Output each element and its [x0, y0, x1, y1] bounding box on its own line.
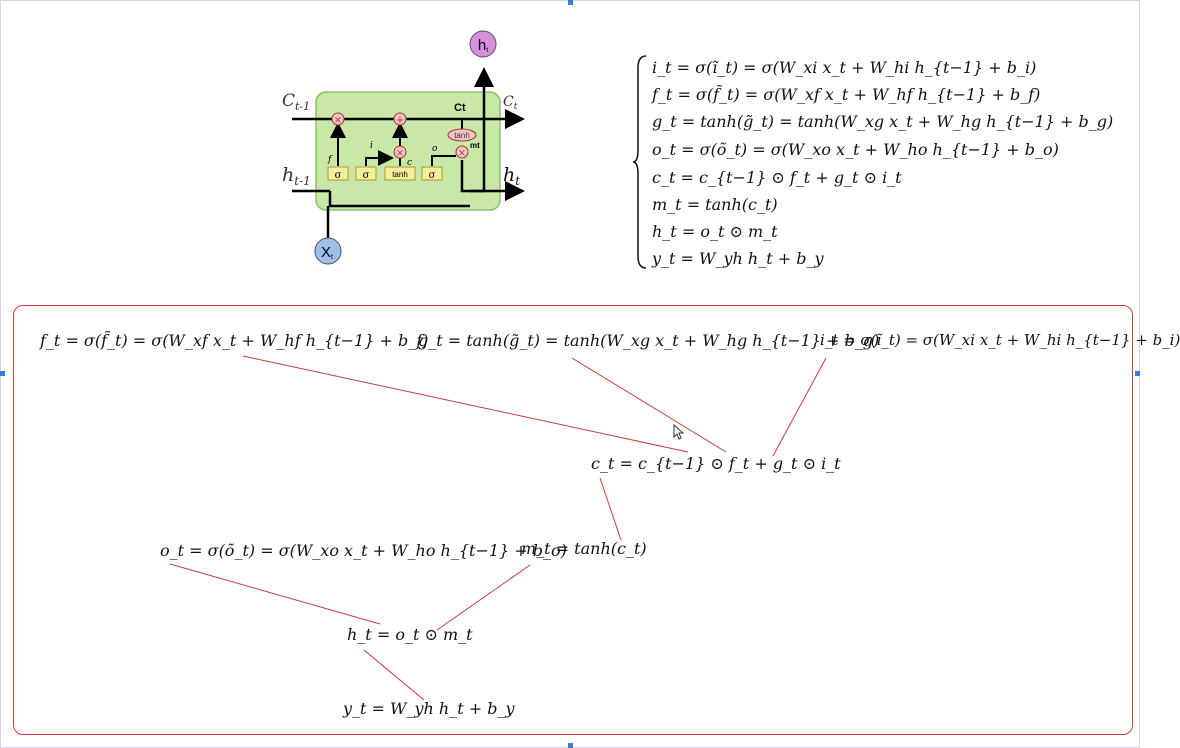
equation-forget-gate: f_t = σ(f̃_t) = σ(W_xf x_t + W_hf h_{t−1…: [652, 85, 1041, 104]
svg-text:+: +: [396, 115, 404, 126]
svg-text:ht: ht: [503, 164, 520, 188]
svg-text:×: ×: [458, 148, 466, 159]
svg-text:σ: σ: [363, 170, 370, 181]
tree-node-h: h_t = o_t ⊙ m_t: [347, 625, 473, 644]
tree-node-g: g_t = tanh(g̃_t) = tanh(W_xg x_t + W_hg …: [418, 331, 880, 350]
svg-text:Xt: Xt: [321, 244, 333, 261]
equation-output-gate: o_t = σ(õ_t) = σ(W_xo x_t + W_ho h_{t−1}…: [652, 140, 1059, 159]
svg-text:Ct-1: Ct-1: [282, 91, 310, 113]
svg-text:Ct: Ct: [503, 94, 518, 112]
tree-node-o: o_t = σ(õ_t) = σ(W_xo x_t + W_ho h_{t−1}…: [160, 541, 567, 560]
tree-node-m: m_t = tanh(c_t): [521, 539, 647, 558]
svg-text:tanh: tanh: [454, 131, 470, 140]
equation-candidate: g_t = tanh(g̃_t) = tanh(W_xg x_t + W_hg …: [652, 112, 1114, 131]
svg-text:σ: σ: [429, 170, 436, 181]
ht-output-node: [469, 30, 497, 58]
equation-cell-state: c_t = c_{t−1} ⊙ f_t + g_t ⊙ i_t: [652, 168, 902, 187]
svg-text:×: ×: [334, 115, 342, 126]
lstm-cell-diagram: × + × × tanh σ σ tanh σ f i c o mt Ct Ct…: [282, 30, 525, 265]
equation-m: m_t = tanh(c_t): [652, 195, 778, 214]
resize-handle-bottom[interactable]: [568, 743, 573, 748]
equation-input-gate: i_t = σ(ĩ_t) = σ(W_xi x_t + W_hi h_{t−1}…: [652, 58, 1037, 77]
resize-handle-left[interactable]: [0, 371, 5, 376]
tree-node-i: i_t = σ(ĩ_t) = σ(W_xi x_t + W_hi h_{t−1}…: [820, 331, 1180, 349]
svg-text:tanh: tanh: [392, 170, 408, 179]
svg-text:ht-1: ht-1: [282, 164, 311, 188]
equation-hidden: h_t = o_t ⊙ m_t: [652, 222, 778, 241]
xt-input-node: [314, 237, 342, 265]
tree-node-c: c_t = c_{t−1} ⊙ f_t + g_t ⊙ i_t: [591, 454, 841, 473]
equation-output: y_t = W_yh h_t + b_y: [652, 249, 824, 268]
svg-text:i: i: [370, 141, 373, 151]
svg-text:×: ×: [396, 148, 404, 159]
svg-text:Ct: Ct: [454, 102, 466, 114]
svg-text:c: c: [407, 158, 412, 168]
mouse-cursor-icon: [673, 423, 685, 440]
dependency-tree-box: [13, 305, 1133, 735]
left-brace: [632, 55, 647, 269]
tree-node-f: f_t = σ(f̃_t) = σ(W_xf x_t + W_hf h_{t−1…: [40, 331, 429, 350]
equation-system: i_t = σ(ĩ_t) = σ(W_xi x_t + W_hi h_{t−1}…: [632, 54, 1113, 274]
svg-text:f: f: [327, 155, 333, 165]
cell-body: [315, 91, 501, 211]
resize-handle-top[interactable]: [568, 0, 573, 5]
tree-node-y: y_t = W_yh h_t + b_y: [343, 699, 515, 718]
svg-text:mt: mt: [470, 141, 480, 150]
svg-text:o: o: [432, 144, 438, 154]
resize-handle-right[interactable]: [1135, 371, 1140, 376]
svg-text:ht: ht: [478, 37, 488, 54]
svg-text:σ: σ: [335, 170, 342, 181]
